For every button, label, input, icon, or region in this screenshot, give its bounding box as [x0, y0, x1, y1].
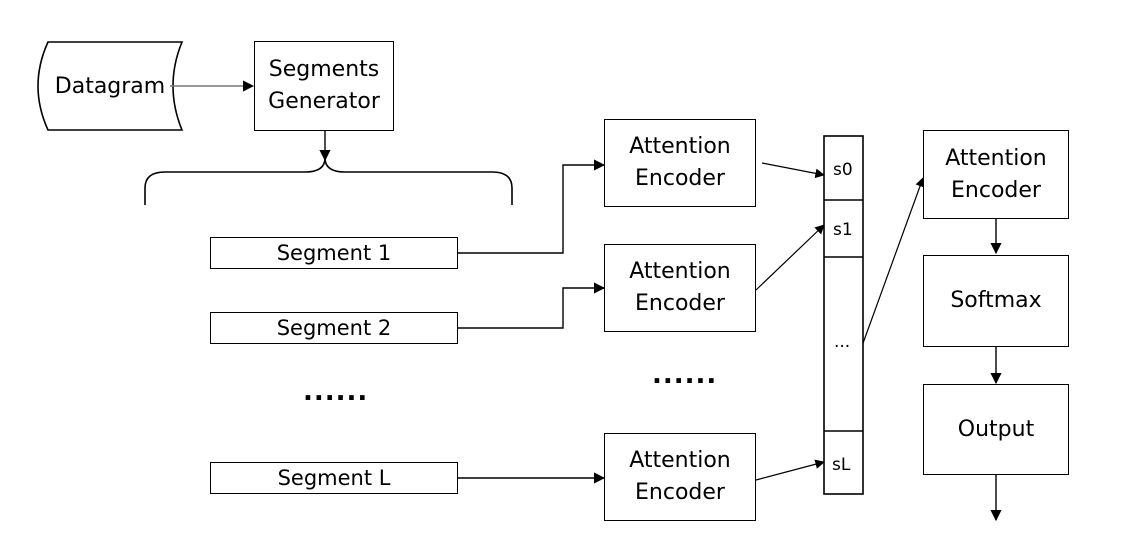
segments-brace [144, 157, 513, 205]
encoder-label: Attention Encoder [629, 134, 731, 191]
softmax-label: Softmax [950, 288, 1042, 314]
arrow-vector-to-final-encoder [861, 177, 925, 347]
arrow-segment1-to-encoder1 [458, 159, 606, 254]
segments-ellipsis: ...... [303, 377, 369, 407]
attention-encoder-1: Attention Encoder [604, 119, 756, 207]
final-attention-encoder: Attention Encoder [923, 130, 1069, 219]
arrow-encoder2-to-s1 [755, 224, 825, 291]
datagram-shape [37, 41, 184, 131]
arrow-encoderL-to-sL [755, 459, 825, 481]
attention-encoder-L: Attention Encoder [604, 433, 756, 521]
encoder-label: Attention Encoder [945, 145, 1047, 203]
vector-cell-ellipsis: ... [834, 332, 851, 352]
encoder-label: Attention Encoder [629, 448, 731, 505]
vector-column [823, 135, 864, 495]
vector-cell-sL: sL [832, 455, 851, 475]
arrow-segment2-to-encoder2 [458, 282, 606, 329]
segment-2-box: Segment 2 [210, 312, 458, 344]
datagram-label: Datagram [54, 73, 166, 99]
arrow-encoder1-to-s0 [761, 162, 825, 179]
vector-cell-s0: s0 [833, 160, 853, 180]
segment-label: Segment 2 [276, 315, 392, 340]
output-box: Output [923, 384, 1069, 475]
encoder-label: Attention Encoder [629, 259, 731, 316]
segment-1-box: Segment 1 [210, 237, 458, 269]
attention-encoder-2: Attention Encoder [604, 244, 756, 332]
output-label: Output [957, 416, 1035, 442]
segment-L-box: Segment L [210, 462, 458, 494]
encoders-ellipsis: ...... [652, 360, 718, 390]
segments-generator-label: Segments Generator [268, 57, 380, 114]
segments-generator-box: Segments Generator [254, 41, 394, 131]
segment-label: Segment 1 [276, 240, 392, 265]
segment-label: Segment L [277, 465, 391, 490]
softmax-box: Softmax [923, 255, 1069, 347]
vector-cell-s1: s1 [833, 220, 853, 240]
